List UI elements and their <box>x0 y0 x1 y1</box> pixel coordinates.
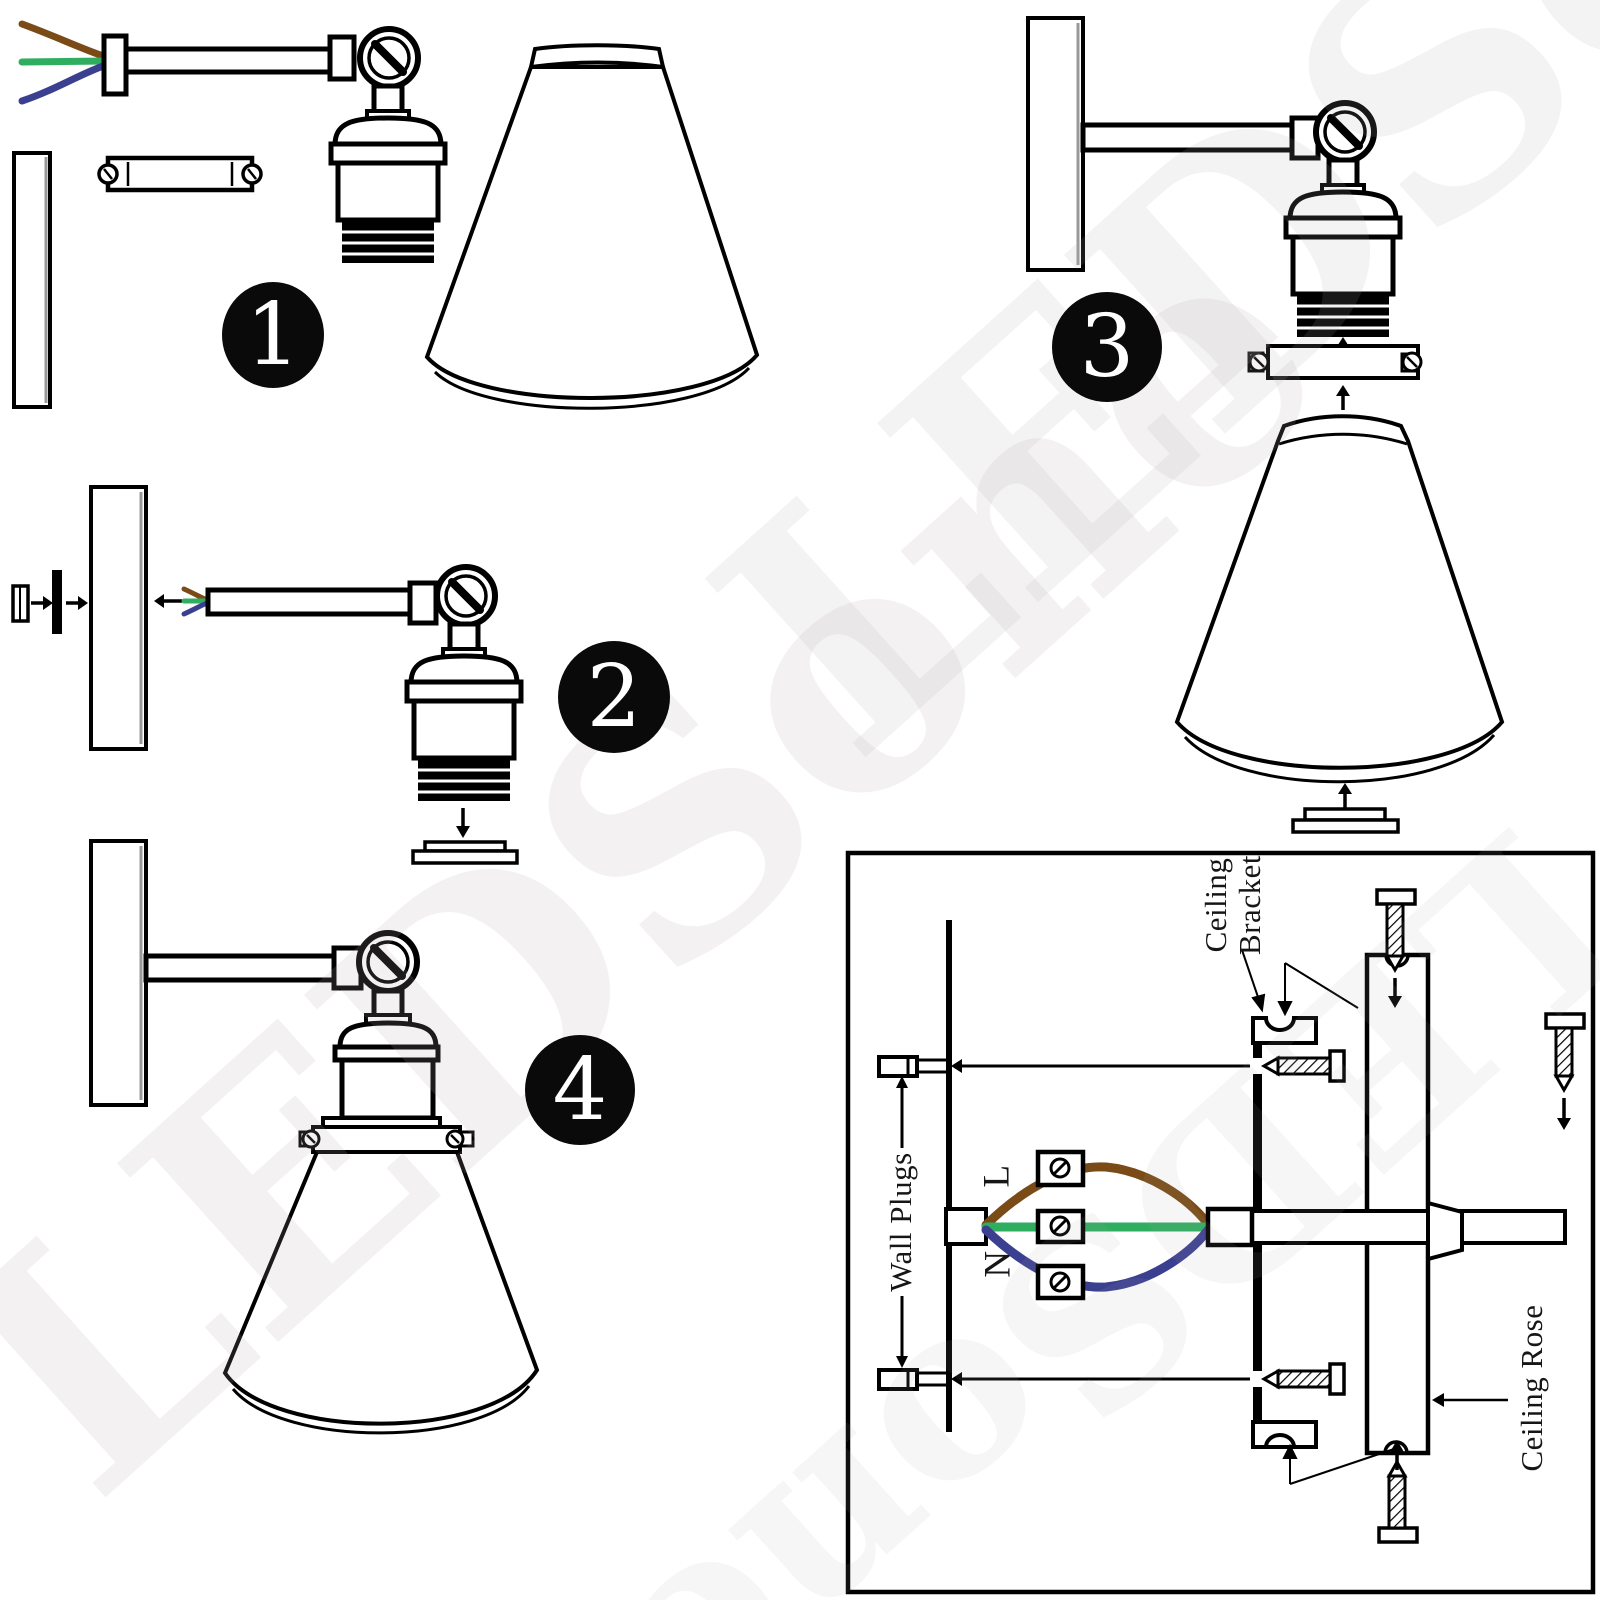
terminal-screw-icon <box>1049 1271 1071 1293</box>
live-wire <box>981 1162 1213 1230</box>
step-badge-1: 1 <box>222 282 324 388</box>
wall-plate <box>89 839 148 1107</box>
label-live: L <box>976 1164 1018 1188</box>
step2-drawing <box>11 485 521 865</box>
arrow-up-icon <box>1338 783 1352 810</box>
arm-flange <box>101 33 129 97</box>
cone-shade <box>424 43 760 410</box>
lamp-holder <box>407 624 521 801</box>
arrow-left-icon <box>1432 1393 1508 1407</box>
label-ceiling-rose: Ceiling Rose <box>1514 1304 1549 1472</box>
terminal-block-neutral <box>1035 1263 1086 1301</box>
shade-ring <box>298 1125 475 1154</box>
neutral-wire <box>981 1225 1213 1292</box>
label-line: Bracket <box>1232 855 1267 955</box>
screw-icon <box>1260 1362 1346 1396</box>
terminal-screw-icon <box>1049 1157 1071 1179</box>
rod-anchor-block <box>1205 1206 1255 1248</box>
threaded-rod <box>1206 1209 1567 1245</box>
cone-shade <box>1174 414 1505 784</box>
step-badge-4: 4 <box>525 1035 635 1145</box>
step3-drawing <box>1026 16 1505 834</box>
arrow-right-icon <box>66 596 88 610</box>
arrow-left-icon <box>154 594 182 608</box>
wiring-diagram <box>845 850 1596 1595</box>
diagram-border <box>845 850 1596 1595</box>
arrow-down-icon <box>456 808 470 838</box>
step-number: 4 <box>552 1040 608 1140</box>
step-badge-2: 2 <box>558 641 670 753</box>
elbow-screw-icon <box>360 29 418 87</box>
step4-drawing <box>89 839 540 1435</box>
arm-collar <box>327 34 357 82</box>
step-number: 3 <box>1079 297 1135 397</box>
elbow-screw-icon <box>437 567 495 625</box>
elbow-screw-icon <box>1316 103 1374 161</box>
mains-wires-icon <box>18 20 110 105</box>
label-wall-plugs: Wall Plugs <box>883 1152 918 1292</box>
wall-plug-icon <box>877 1368 946 1391</box>
elbow-screw-icon <box>359 933 417 991</box>
step1-drawing <box>12 20 760 410</box>
terminal-block-earth <box>1035 1208 1086 1245</box>
wall-plate <box>12 151 52 409</box>
rod-clamp <box>1426 1200 1464 1262</box>
terminal-block-live <box>1035 1149 1086 1188</box>
arm-collar <box>407 580 439 626</box>
mounting-screw-icon <box>52 570 62 634</box>
wall-line <box>946 920 952 1432</box>
lamp-arm <box>143 953 337 983</box>
ceiling-rose-disc <box>411 840 519 865</box>
step-badge-3: 3 <box>1052 292 1162 402</box>
dimension-arrow-icon <box>896 1076 908 1368</box>
arrow-right-icon <box>31 596 53 610</box>
leader-lines <box>1241 949 1395 1485</box>
label-neutral: N <box>977 1250 1019 1278</box>
screw-icon <box>1260 1049 1346 1083</box>
shade-ring <box>1247 344 1423 380</box>
ceiling-rose-disc <box>1291 807 1400 834</box>
arrow-up-icon <box>1336 385 1350 410</box>
lamp-holder <box>1286 160 1400 337</box>
spacer-ring <box>97 155 263 193</box>
wall-plate <box>89 485 148 751</box>
wiring-wires <box>981 1162 1213 1292</box>
ceiling-rose-shape <box>1364 952 1431 1456</box>
cone-shade <box>222 1150 540 1435</box>
step-number: 2 <box>586 647 642 747</box>
lamp-arm <box>123 46 335 75</box>
mains-wires-icon <box>181 586 210 617</box>
step-number: 1 <box>245 285 301 385</box>
cable-entry-stub <box>944 1207 988 1246</box>
screw-icon <box>1377 1440 1419 1544</box>
lamp-holder <box>321 988 442 1129</box>
label-ceiling-bracket: Ceiling Bracket <box>1197 855 1267 955</box>
arrow-left-icon <box>951 1372 1253 1386</box>
wall-plug-icon <box>11 584 30 623</box>
lamp-arm <box>205 587 413 617</box>
label-line: Ceiling <box>1197 857 1233 953</box>
screw-icon <box>1375 888 1417 1008</box>
wall-plate <box>1026 16 1085 272</box>
lamp-holder <box>331 86 445 263</box>
arrow-left-icon <box>951 1059 1253 1073</box>
screw-icon <box>1544 1012 1586 1130</box>
lamp-arm <box>1080 122 1295 153</box>
wall-plug-icon <box>877 1055 946 1078</box>
terminal-screw-icon <box>1049 1215 1071 1237</box>
